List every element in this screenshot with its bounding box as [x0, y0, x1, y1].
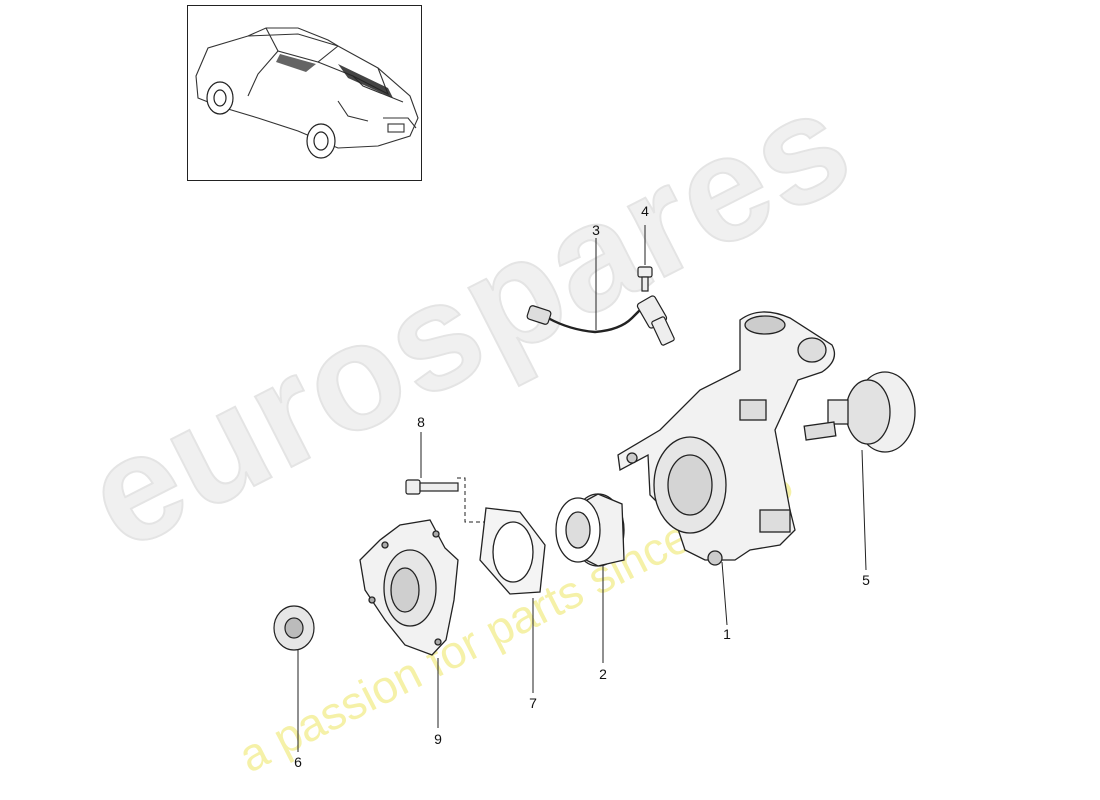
callout-7: 7 — [529, 695, 537, 711]
sensor-bolt — [637, 266, 653, 292]
callout-5: 5 — [862, 572, 870, 588]
wheel-bearing — [555, 493, 625, 567]
wheel-hub — [359, 519, 459, 656]
callout-8: 8 — [417, 414, 425, 430]
vehicle-thumbnail — [187, 5, 422, 181]
callout-6: 6 — [294, 754, 302, 770]
car-illustration — [195, 27, 419, 159]
callout-3: 3 — [592, 222, 600, 238]
hub-bolt — [405, 479, 459, 495]
hub-nut — [273, 605, 315, 651]
callout-1: 1 — [723, 626, 731, 642]
callout-4: 4 — [641, 203, 649, 219]
wheel-carrier — [617, 311, 836, 566]
callout-9: 9 — [434, 731, 442, 747]
wheel-speed-sensor — [526, 295, 675, 346]
leader-lines — [297, 225, 867, 752]
drive-flange — [803, 371, 916, 453]
callout-2: 2 — [599, 666, 607, 682]
cover-plate — [479, 507, 546, 595]
